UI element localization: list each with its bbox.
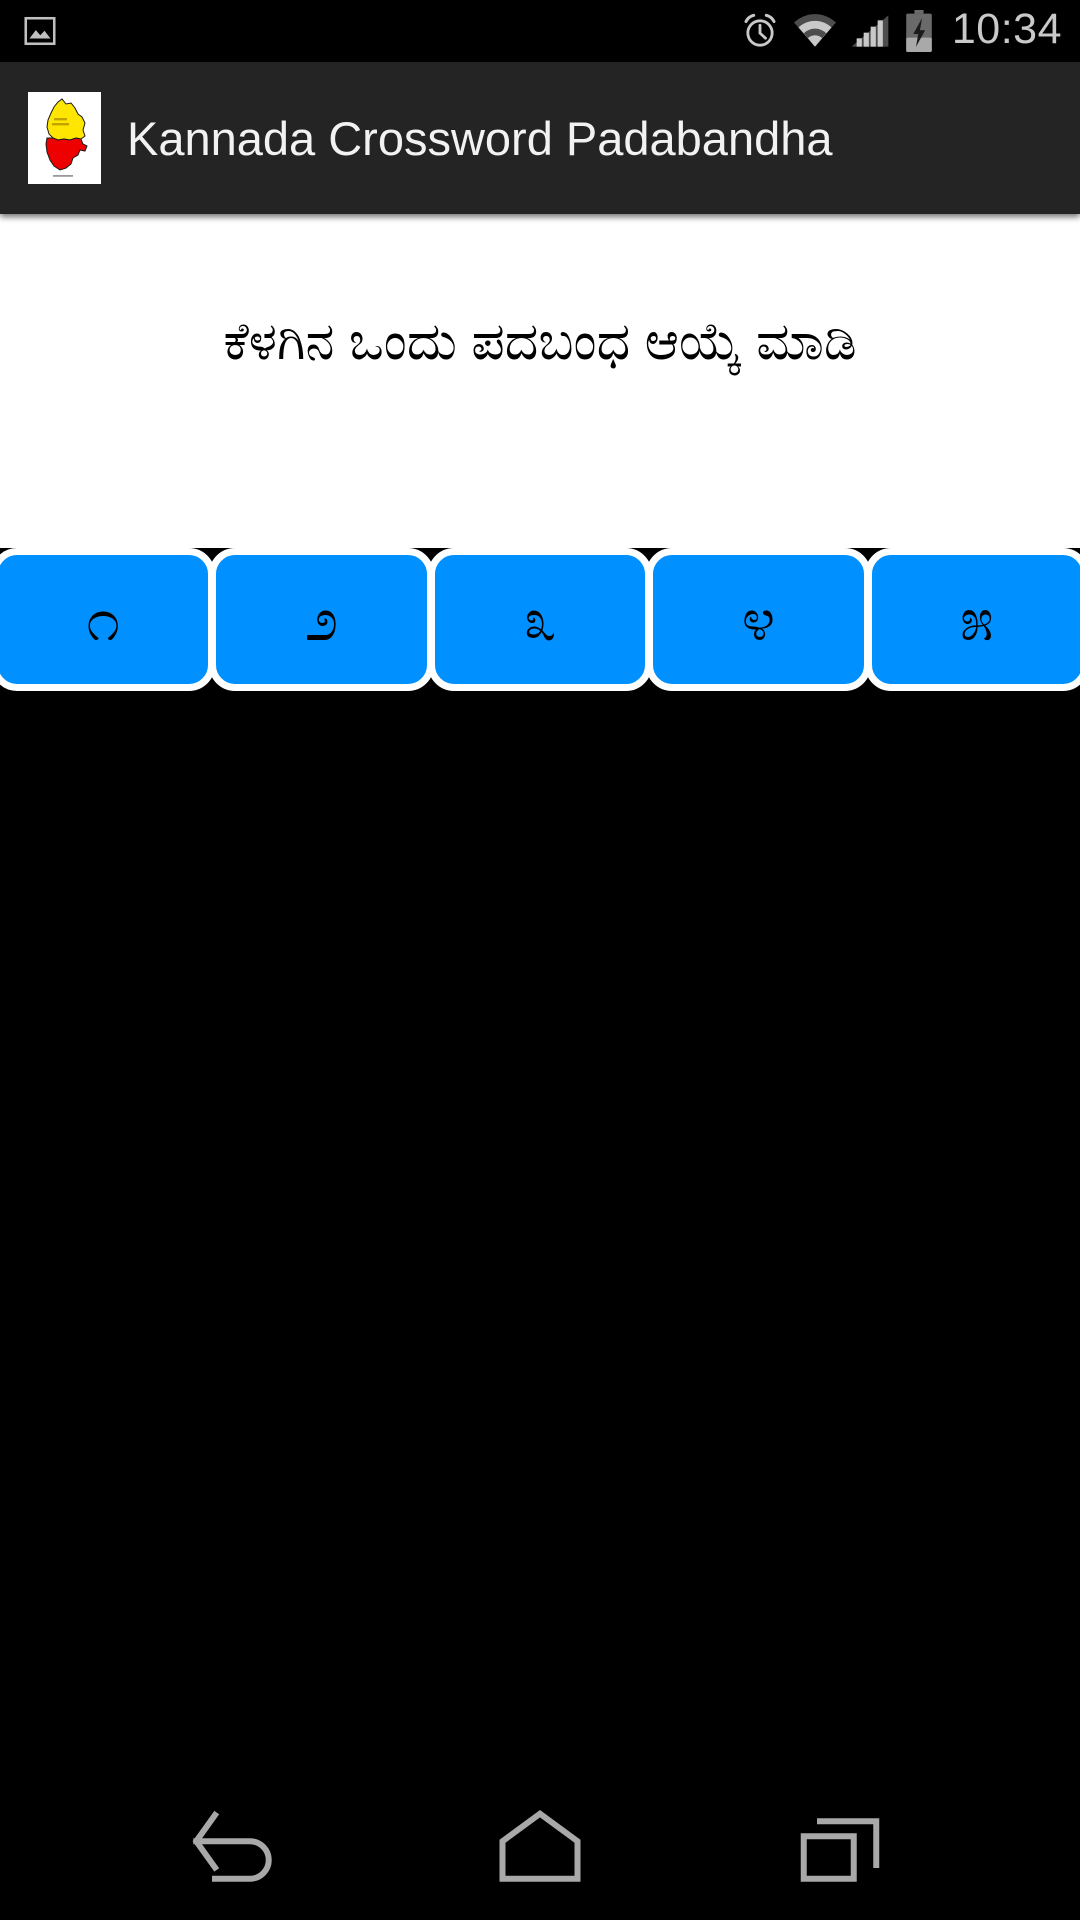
karnataka-map-icon (28, 92, 101, 184)
alarm-icon (740, 11, 780, 51)
recent-apps-icon (785, 1805, 895, 1895)
status-bar: 10:34 (0, 0, 1080, 62)
prompt-text: ಕೆಳಗಿನ ಒಂದು ಪದಬಂಧ ಆಯ್ಕೆ ಮಾಡಿ (223, 312, 857, 371)
content-area: ಕೆಳಗಿನ ಒಂದು ಪದಬಂಧ ಆಯ್ಕೆ ಮಾಡಿ (0, 214, 1080, 548)
cellular-signal-icon (850, 12, 890, 50)
crossword-button-row: ೧ ೨ ೩ ೪ ೫ (0, 548, 1080, 691)
wifi-icon (793, 12, 837, 50)
home-button[interactable] (465, 1795, 615, 1905)
navigation-bar (0, 1780, 1080, 1920)
recents-button[interactable] (765, 1795, 915, 1905)
screenshot-image-icon (22, 13, 58, 49)
home-icon (485, 1805, 595, 1895)
crossword-button-3-label: ೩ (523, 585, 557, 653)
status-bar-system-icons: 10:34 (740, 8, 1062, 54)
status-bar-clock: 10:34 (951, 5, 1062, 53)
crossword-button-1-label: ೧ (86, 585, 120, 653)
app-title: Kannada Crossword Padabandha (127, 111, 833, 165)
crossword-button-3[interactable]: ೩ (427, 548, 653, 691)
app-bar: Kannada Crossword Padabandha (0, 62, 1080, 214)
crossword-button-4[interactable]: ೪ (646, 548, 871, 691)
status-bar-notifications (22, 13, 58, 49)
crossword-button-4-label: ೪ (741, 585, 776, 653)
crossword-button-1[interactable]: ೧ (0, 548, 216, 691)
crossword-button-5-label: ೫ (960, 585, 994, 653)
back-arrow-icon (185, 1805, 295, 1895)
crossword-button-2[interactable]: ೨ (209, 548, 434, 691)
crossword-button-5[interactable]: ೫ (864, 548, 1080, 691)
back-button[interactable] (165, 1795, 315, 1905)
battery-charging-icon (903, 10, 935, 52)
empty-list-area (0, 691, 1080, 1780)
crossword-button-2-label: ೨ (304, 585, 339, 653)
